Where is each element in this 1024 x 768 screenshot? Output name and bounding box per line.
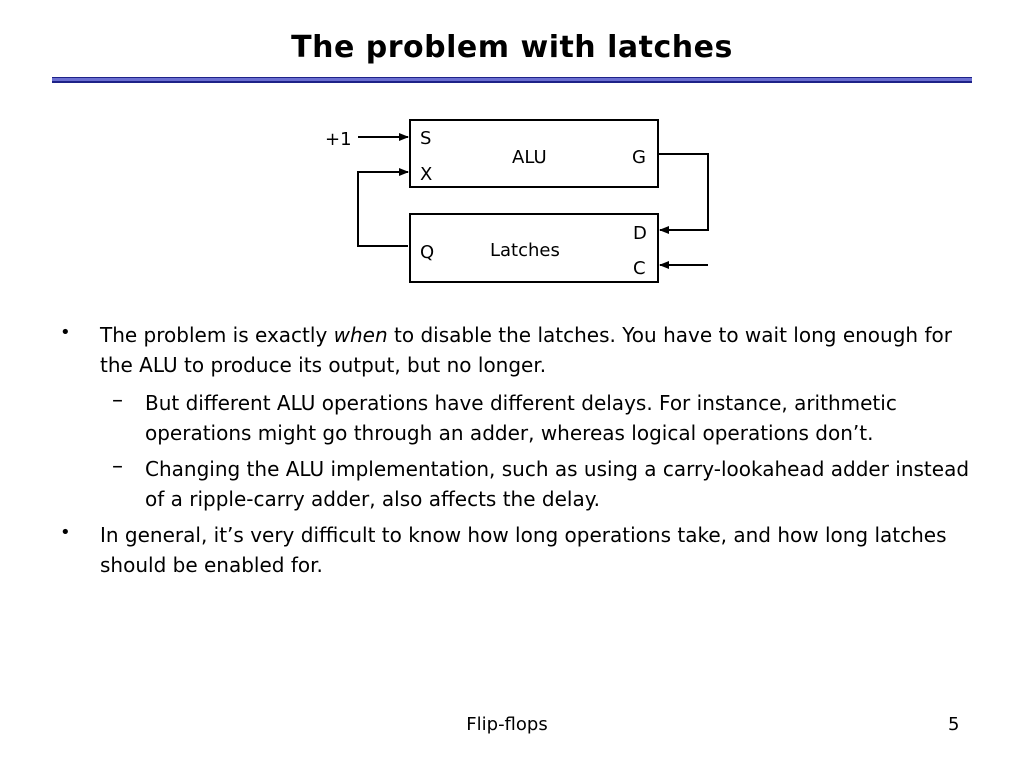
latches-box	[409, 213, 659, 283]
input-plus-one: +1	[325, 129, 352, 150]
alu-latches-diagram: S X ALU G Q Latches D C +1	[325, 119, 709, 283]
sub-bullet-text: Changing the ALU implementation, such as…	[145, 457, 970, 511]
feedback-q-to-x	[357, 168, 409, 247]
sub-bullet-dash-icon: –	[112, 454, 123, 479]
bullet-item: • In general, it’s very difficult to kno…	[60, 520, 970, 580]
sub-bullet-text: But different ALU operations have differ…	[145, 391, 897, 445]
slide-content: • The problem is exactly when to disable…	[60, 320, 970, 588]
sub-bullet-item: – But different ALU operations have diff…	[60, 388, 970, 448]
sub-bullet-item: – Changing the ALU implementation, such …	[60, 454, 970, 514]
bullet-dot-icon: •	[60, 522, 71, 543]
output-g-to-d	[658, 153, 709, 234]
sub-bullet-dash-icon: –	[112, 388, 123, 413]
latches-q-label: Q	[420, 242, 434, 263]
bullet-text-start: The problem is exactly	[100, 323, 334, 347]
page-number: 5	[948, 714, 960, 735]
latches-c-label: C	[633, 258, 646, 279]
alu-g-label: G	[632, 147, 646, 168]
title-underline	[52, 77, 972, 83]
bullet-emphasis: when	[333, 323, 388, 347]
bullet-text-end: to disable the latches. You have to wait…	[100, 323, 952, 377]
bullet-dot-icon: •	[60, 322, 71, 343]
latches-name: Latches	[490, 240, 560, 261]
footer-label: Flip-flops	[466, 714, 548, 735]
alu-x-label: X	[420, 164, 432, 185]
alu-name: ALU	[512, 147, 547, 168]
bullet-text: In general, it’s very difficult to know …	[100, 523, 947, 577]
alu-s-label: S	[420, 128, 431, 149]
latches-d-label: D	[633, 223, 647, 244]
slide-title: The problem with latches	[291, 30, 733, 65]
bullet-item: • The problem is exactly when to disable…	[60, 320, 970, 380]
